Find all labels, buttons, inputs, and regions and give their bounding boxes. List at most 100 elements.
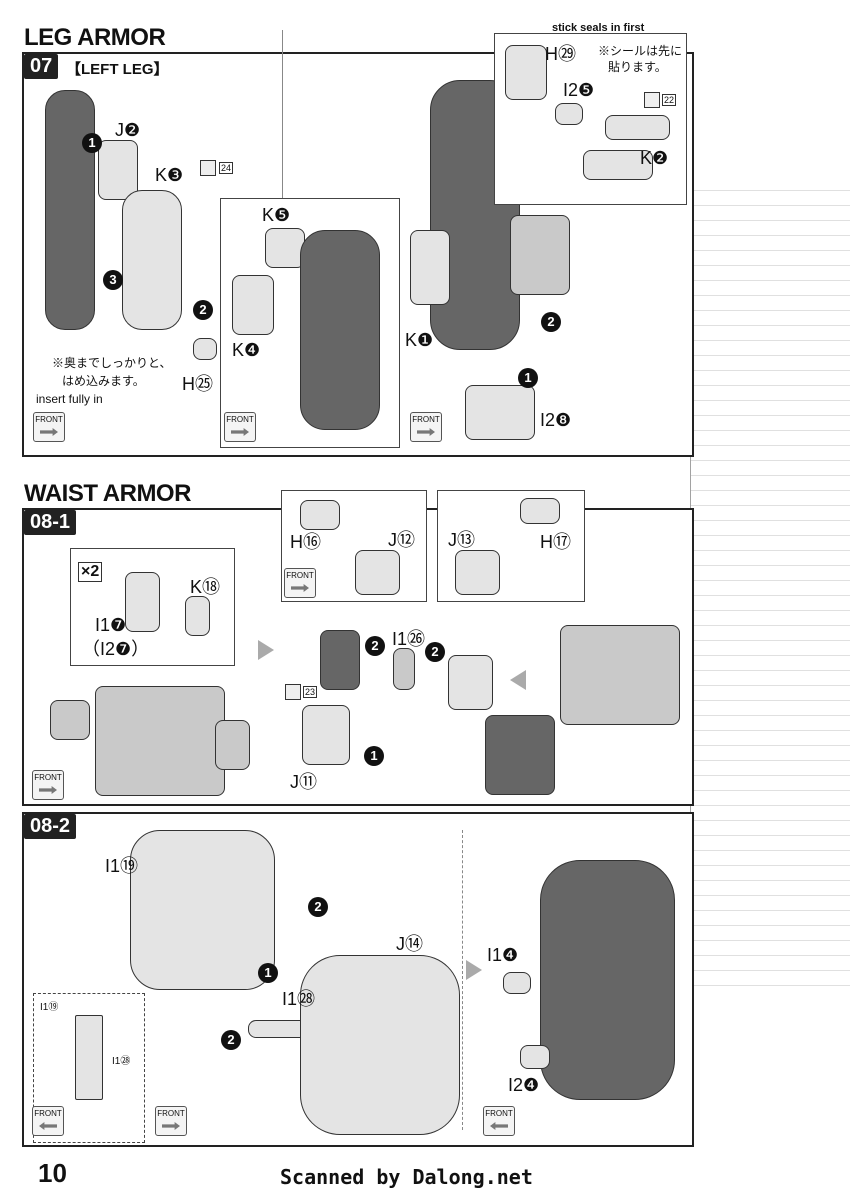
part-k5 (265, 228, 305, 268)
step-num-1: 1 (364, 746, 384, 766)
step-num-1: 1 (518, 368, 538, 388)
part-label-h25: H㉕ (182, 374, 213, 394)
quantity-x2: ×2 (78, 562, 103, 582)
part-label-j12: J⑫ (388, 530, 415, 550)
part-label-i26: I1㉖ (392, 629, 426, 649)
part-i28 (465, 385, 535, 440)
armor-part (215, 720, 250, 770)
section-title-leg-armor: LEG ARMOR (24, 24, 166, 51)
front-label: FRONT (35, 415, 63, 424)
part-label-j11: J⑪ (290, 772, 317, 792)
seal-number: 22 (662, 94, 677, 106)
part-i25 (555, 103, 583, 125)
front-direction-icon: FRONT (32, 1106, 64, 1136)
leg-part (45, 90, 95, 330)
part-label-k5: K❺ (262, 205, 291, 225)
step-07-subtitle: 【LEFT LEG】 (66, 61, 169, 78)
front-label: FRONT (157, 1109, 185, 1118)
armor-part (485, 715, 555, 795)
inset-part (75, 1015, 103, 1100)
part-label-h17: H⑰ (540, 532, 571, 552)
seal-icon (644, 92, 660, 108)
part-k1 (410, 230, 450, 305)
arrow-icon (510, 670, 526, 690)
part-label-i4: I1❹ (487, 945, 519, 965)
part-label-k1: K❶ (405, 330, 434, 350)
note-seal-jp-1: ※シールは先に (598, 44, 683, 58)
arrow-next-icon (466, 960, 482, 980)
step-08-1-badge: 08-1 (24, 510, 77, 535)
part-label-j13: J⑬ (448, 530, 475, 550)
front-direction-icon: FRONT (284, 568, 316, 598)
part-label-k4: K❹ (232, 340, 261, 360)
seal-icon (200, 160, 216, 176)
part-j12 (355, 550, 400, 595)
part-i19 (130, 830, 275, 990)
part-label-j2: J❷ (115, 120, 141, 140)
seal-number: 24 (219, 162, 234, 174)
part-label-i24: I2❹ (508, 1075, 540, 1095)
front-direction-icon: FRONT (155, 1106, 187, 1136)
front-label: FRONT (485, 1109, 513, 1118)
arrow-next-icon (258, 640, 274, 660)
part-label-j14: J⑭ (396, 934, 423, 954)
step-num-2: 2 (541, 312, 561, 332)
part-label-i17: I1❼ (95, 615, 127, 635)
front-direction-icon: FRONT (483, 1106, 515, 1136)
step-num-2: 2 (221, 1030, 241, 1050)
divider (282, 30, 283, 200)
front-label: FRONT (34, 773, 62, 782)
scan-credit: Scanned by Dalong.net (280, 1165, 533, 1189)
front-label: FRONT (226, 415, 254, 424)
part-i4 (503, 972, 531, 994)
page-number: 10 (38, 1158, 67, 1188)
front-label: FRONT (34, 1109, 62, 1118)
part-label-i19: I1⑲ (105, 856, 139, 876)
part-k2 (583, 150, 653, 180)
step-num-1: 1 (258, 963, 278, 983)
step-num-2: 2 (308, 897, 328, 917)
part-j13 (455, 550, 500, 595)
part-i24 (520, 1045, 550, 1069)
step-num-1: 1 (82, 133, 102, 153)
part-j14 (300, 955, 460, 1135)
inset-label-i19: I1⑲ (40, 1002, 59, 1013)
front-direction-icon: FRONT (224, 412, 256, 442)
armor-part (448, 655, 493, 710)
step-num-2: 2 (193, 300, 213, 320)
part-k4 (232, 275, 274, 335)
armor-part (320, 630, 360, 690)
armor-part-k3 (122, 190, 182, 330)
inset-label-i28: I1㉘ (112, 1056, 131, 1067)
seal-piece (605, 115, 670, 140)
part-i26 (393, 648, 415, 690)
part-label-h29: H㉙ (545, 44, 576, 64)
part-j11 (302, 705, 350, 765)
part-h29 (505, 45, 547, 100)
robot-illustration (690, 180, 850, 1000)
waist-body (95, 686, 225, 796)
part-label-i25: I2❺ (563, 80, 595, 100)
step-num-2: 2 (365, 636, 385, 656)
part-h25 (193, 338, 217, 360)
divider (462, 830, 463, 1130)
part-h16 (300, 500, 340, 530)
part-label-i128: I1㉘ (282, 989, 316, 1009)
front-direction-icon: FRONT (410, 412, 442, 442)
leg-part (300, 230, 380, 430)
note-insert-en: insert fully in (36, 392, 103, 406)
step-num-3: 3 (103, 270, 123, 290)
armor-part-j2 (98, 140, 138, 200)
step-08-2-badge: 08-2 (24, 814, 77, 839)
note-insert-jp-1: ※奥までしっかりと、 (52, 356, 172, 370)
part-h17 (520, 498, 560, 524)
seal-number: 23 (303, 686, 318, 698)
note-insert-jp-2: はめ込みます。 (62, 374, 145, 388)
note-seal-jp-2: 貼ります。 (608, 60, 667, 74)
front-label: FRONT (286, 571, 314, 580)
step-07-badge: 07 (24, 54, 59, 79)
armor-part (510, 215, 570, 295)
part-k18 (185, 596, 210, 636)
front-direction-icon: FRONT (32, 770, 64, 800)
armor-part (50, 700, 90, 740)
